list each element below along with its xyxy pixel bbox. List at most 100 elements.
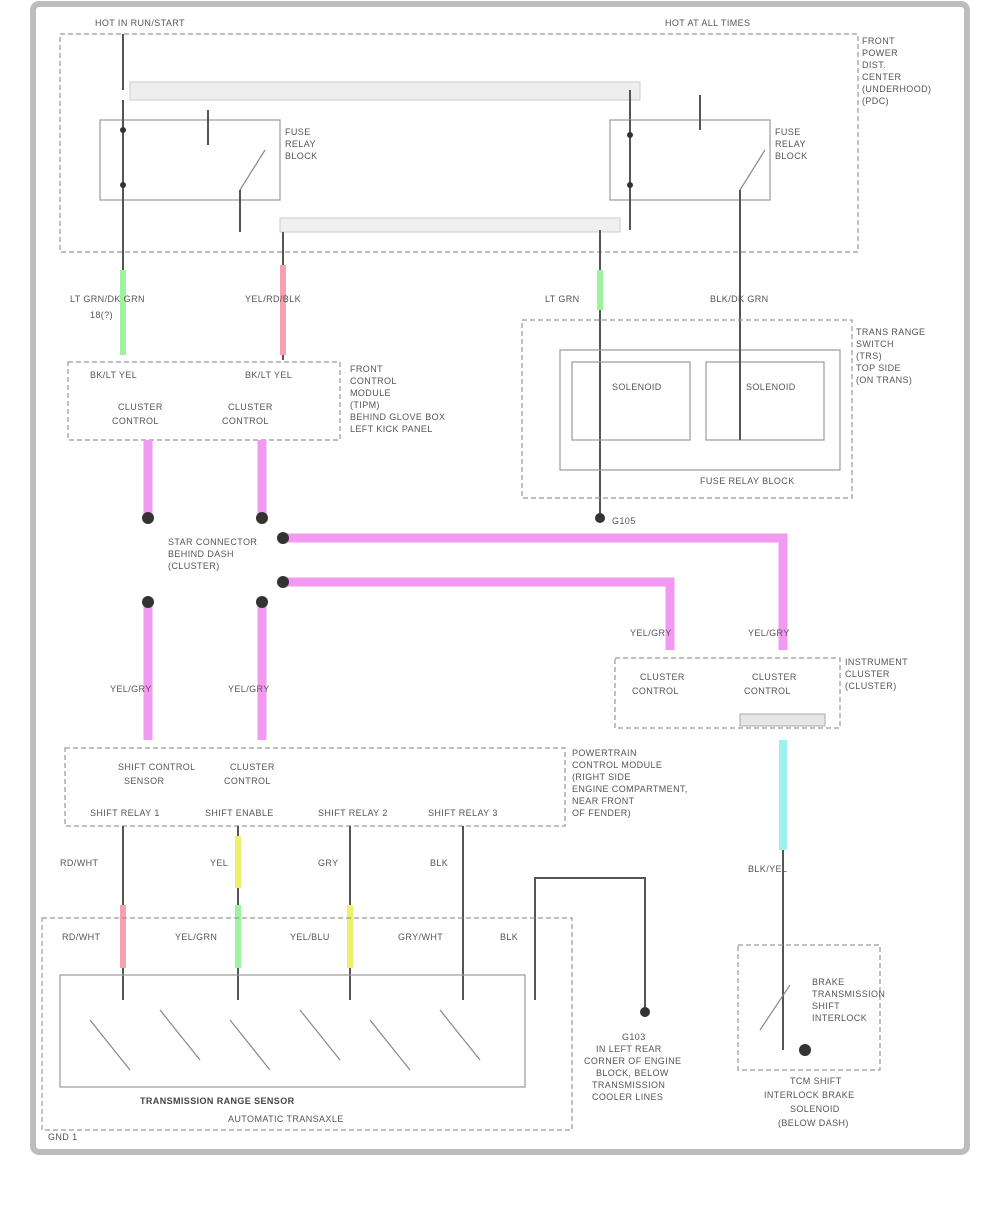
svg-text:STAR CONNECTOR: STAR CONNECTOR [168,537,257,547]
svg-text:CONTROL: CONTROL [632,686,679,696]
connector-left-top-1: BK/LT YEL [90,370,137,380]
svg-text:BEHIND DASH: BEHIND DASH [168,549,234,559]
svg-text:SOLENOID: SOLENOID [790,1104,840,1114]
fuse-panel-box [59,33,859,253]
svg-text:(TRS): (TRS) [856,351,882,361]
svg-text:RELAY: RELAY [285,139,316,149]
svg-text:INSTRUMENT: INSTRUMENT [845,657,908,667]
right-relay-box [609,119,771,201]
svg-text:CLUSTER: CLUSTER [640,672,685,682]
svg-text:BRAKE: BRAKE [812,977,845,987]
right-relay-box-label: TRANS RANGE SWITCH (TRS) TOP SIDE (ON TR… [856,327,925,385]
left-module-label: FRONT CONTROL MODULE (TIPM) BEHIND GLOVE… [350,364,445,434]
svg-text:BLOCK, BELOW: BLOCK, BELOW [596,1068,669,1078]
svg-text:RELAY: RELAY [775,139,806,149]
solenoid-box-1 [571,361,691,441]
svg-text:MODULE: MODULE [350,388,391,398]
right-relay-node-2 [627,182,633,188]
svg-text:CONTROL MODULE: CONTROL MODULE [572,760,662,770]
pcm-pin-names: SHIFT RELAY 1 SHIFT ENABLE SHIFT RELAY 2… [90,808,498,818]
left-relay-node-1 [120,127,126,133]
svg-text:TCM SHIFT: TCM SHIFT [790,1076,842,1086]
svg-text:POWERTRAIN: POWERTRAIN [572,748,637,758]
svg-text:NEAR FRONT: NEAR FRONT [572,796,635,806]
svg-text:SHIFT ENABLE: SHIFT ENABLE [205,808,274,818]
svg-text:SWITCH: SWITCH [856,339,894,349]
interlock-caption: TCM SHIFT INTERLOCK BRAKE SOLENOID (BELO… [764,1076,854,1128]
left-module-pins: CLUSTER CONTROL CLUSTER CONTROL [112,402,273,426]
svg-text:(CLUSTER): (CLUSTER) [845,681,897,691]
svg-text:CLUSTER: CLUSTER [228,402,273,412]
svg-text:(PDC): (PDC) [862,96,889,106]
interlock-label: BRAKE TRANSMISSION SHIFT INTERLOCK [812,977,885,1023]
svg-text:YEL: YEL [210,858,228,868]
left-relay-box [99,119,281,201]
svg-text:TOP SIDE: TOP SIDE [856,363,901,373]
bottom-wire-labels-2: RD/WHT YEL/GRN YEL/BLU GRY/WHT BLK [62,932,518,942]
ground-wire [534,877,646,1010]
top-right-label: HOT AT ALL TIMES [665,18,750,28]
ground-node [640,1007,650,1017]
svg-text:BLOCK: BLOCK [775,151,808,161]
svg-text:SHIFT: SHIFT [812,1001,840,1011]
svg-text:ENGINE COMPARTMENT,: ENGINE COMPARTMENT, [572,784,688,794]
svg-text:CONTROL: CONTROL [222,416,269,426]
svg-text:CONTROL: CONTROL [224,776,271,786]
trs-inner [59,974,526,1088]
svg-text:FUSE: FUSE [775,127,801,137]
pink-wire-5 [283,533,788,650]
wire-label-lw1b: 18(?) [90,310,113,320]
svg-text:SHIFT CONTROL: SHIFT CONTROL [118,762,196,772]
svg-text:YEL/BLU: YEL/BLU [290,932,330,942]
svg-text:BLK: BLK [430,858,448,868]
cluster-pin-top-1: YEL/GRY [630,628,672,638]
svg-text:COOLER LINES: COOLER LINES [592,1092,663,1102]
left-relay-node-2 [120,182,126,188]
trs-label: TRANSMISSION RANGE SENSOR [140,1096,295,1106]
solenoid-box-2 [705,361,825,441]
pcm-label: POWERTRAIN CONTROL MODULE (RIGHT SIDE EN… [572,748,688,818]
svg-text:TRANSMISSION: TRANSMISSION [592,1080,665,1090]
pcm-pins: SHIFT CONTROL SENSOR CLUSTER CONTROL [118,762,275,786]
fuse-panel-label: FRONT POWER DIST. CENTER (UNDERHOOD) (PD… [862,36,931,106]
svg-text:(ON TRANS): (ON TRANS) [856,375,912,385]
cluster-pin-top-2: YEL/GRY [748,628,790,638]
splice-dot-5 [142,596,154,608]
svg-text:SHIFT RELAY 3: SHIFT RELAY 3 [428,808,498,818]
pink-wire-6 [283,577,675,650]
cluster-box [614,657,841,729]
outer-frame [30,1,970,1155]
svg-text:FRONT: FRONT [350,364,383,374]
solenoid-label-1: SOLENOID [612,382,662,392]
bottom-wire-labels: RD/WHT YEL GRY BLK [60,858,448,868]
svg-text:RD/WHT: RD/WHT [60,858,98,868]
svg-text:(TIPM): (TIPM) [350,400,380,410]
wire-lower-left-2: YEL/GRY [228,684,270,694]
top-left-label: HOT IN RUN/START [95,18,185,28]
svg-text:CLUSTER: CLUSTER [230,762,275,772]
wire-label-lw2: YEL/RD/BLK [245,294,301,304]
right-relay-node-1 [627,132,633,138]
cluster-pins-inner: CLUSTER CONTROL CLUSTER CONTROL [632,672,797,696]
svg-text:IN LEFT REAR: IN LEFT REAR [596,1044,662,1054]
right-relay-label: FUSE RELAY BLOCK [775,127,808,161]
pcm-box [64,747,566,827]
cluster-connector [739,713,826,727]
trs-contacts [89,1009,481,1071]
svg-text:RD/WHT: RD/WHT [62,932,100,942]
splice-dot-3 [277,532,289,544]
right-relay-inner [559,349,841,471]
svg-text:(UNDERHOOD): (UNDERHOOD) [862,84,931,94]
svg-text:FRONT: FRONT [862,36,895,46]
interlock-node [799,1044,811,1056]
splice-dot-6 [256,596,268,608]
interlock-box [737,944,881,1071]
svg-text:(CLUSTER): (CLUSTER) [168,561,220,571]
interlock-switch [759,984,791,1031]
svg-text:TRANSMISSION: TRANSMISSION [812,989,885,999]
svg-text:LEFT KICK PANEL: LEFT KICK PANEL [350,424,433,434]
svg-text:INTERLOCK: INTERLOCK [812,1013,867,1023]
wire-label-rw1: LT GRN [545,294,580,304]
